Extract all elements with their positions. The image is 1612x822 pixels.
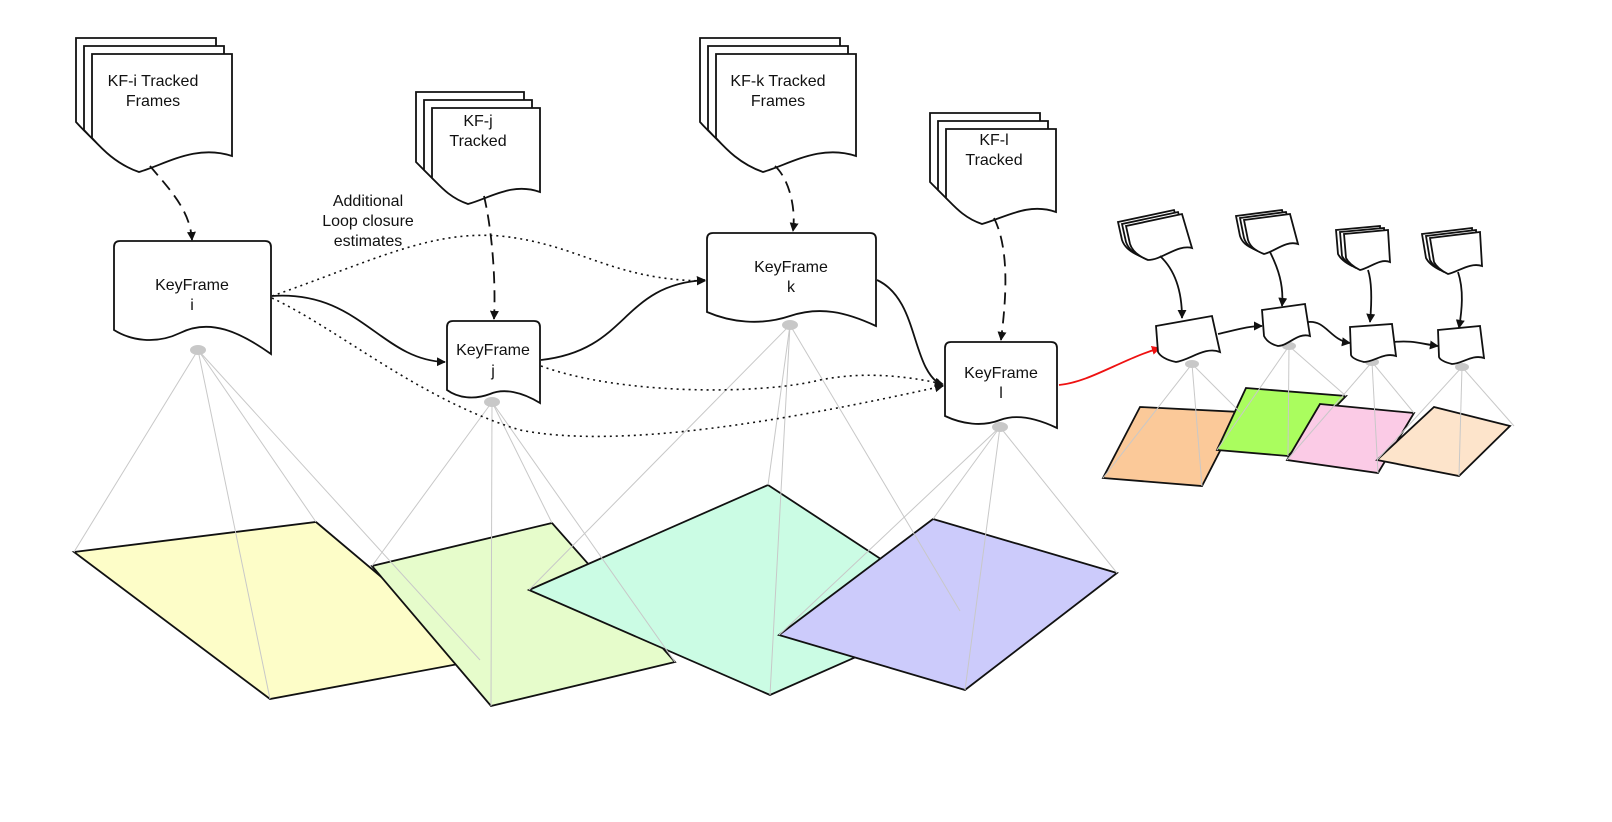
dashed-arrow-k: [774, 165, 799, 232]
tracked-j-line1: KF-j: [463, 113, 492, 130]
keyframe-l-line1: KeyFrame: [964, 365, 1038, 382]
dashed-arrow-i: [149, 165, 196, 241]
loop-i-l: [271, 297, 944, 438]
tracked-k-line2: Frames: [751, 93, 805, 110]
apex-markers: [190, 320, 1008, 432]
mini-keyframes: [1155, 302, 1486, 365]
edge-k-l: [876, 279, 944, 387]
tracked-frames-j: KF-j Tracked: [415, 91, 541, 205]
loop-i-k: [271, 234, 706, 297]
dashed-arrow-j: [483, 195, 499, 320]
keyframe-l: KeyFrame l: [944, 341, 1058, 430]
red-edge: [1058, 346, 1161, 386]
loop-label-line1: Additional: [333, 193, 403, 210]
keyframe-j-line2: j: [490, 363, 495, 380]
tracked-frames-k: KF-k Tracked Frames: [699, 37, 857, 173]
tracked-l-line2: Tracked: [965, 152, 1022, 169]
edge-j-k: [540, 275, 706, 361]
tracked-i-line1: KF-i Tracked: [108, 73, 199, 90]
keyframe-i: KeyFrame i: [113, 240, 272, 356]
keyframe-i-line1: KeyFrame: [155, 277, 229, 294]
keyframe-l-line2: l: [999, 385, 1003, 402]
dashed-arrow-l: [993, 217, 1007, 341]
tracked-i-line2: Frames: [126, 93, 180, 110]
loop-j-l: [540, 365, 944, 391]
keyframe-k: KeyFrame k: [706, 232, 877, 328]
tracked-l-line1: KF-l: [979, 132, 1008, 149]
mini-tracked-stacks: [1116, 208, 1483, 275]
keyframe-k-line1: KeyFrame: [754, 259, 828, 276]
edge-i-j: [271, 294, 446, 367]
keyframe-j-line1: KeyFrame: [456, 342, 530, 359]
mini-arrows: [1159, 251, 1465, 350]
tracked-frames-i: KF-i Tracked Frames: [75, 37, 233, 173]
keyframe-k-line2: k: [787, 279, 796, 296]
tracked-frames-l: KF-l Tracked: [929, 112, 1057, 225]
keyframe-i-line2: i: [190, 297, 194, 314]
keyframe-j: KeyFrame j: [446, 320, 541, 405]
tracked-k-line1: KF-k Tracked: [730, 73, 825, 90]
loop-label-line2: Loop closure: [322, 213, 414, 230]
loop-label-line3: estimates: [334, 233, 402, 250]
mini-apex-markers: [1185, 342, 1469, 371]
tracked-j-line2: Tracked: [449, 133, 506, 150]
